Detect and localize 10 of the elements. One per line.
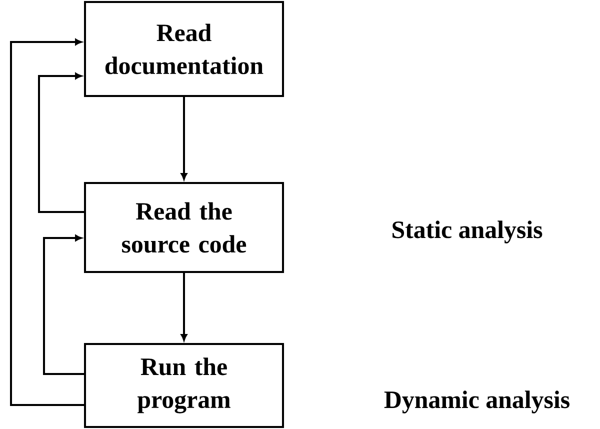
arrow [38,72,84,213]
process-box: Read the source code [84,182,284,273]
process-box: Read documentation [84,1,284,97]
arrow [43,234,84,375]
arrow [180,273,188,341]
stage-label: Dynamic analysis [384,390,570,414]
process-box: Run the program [84,343,284,428]
stage-label: Static analysis [392,220,542,244]
arrow [180,97,188,180]
arrow [10,38,84,406]
